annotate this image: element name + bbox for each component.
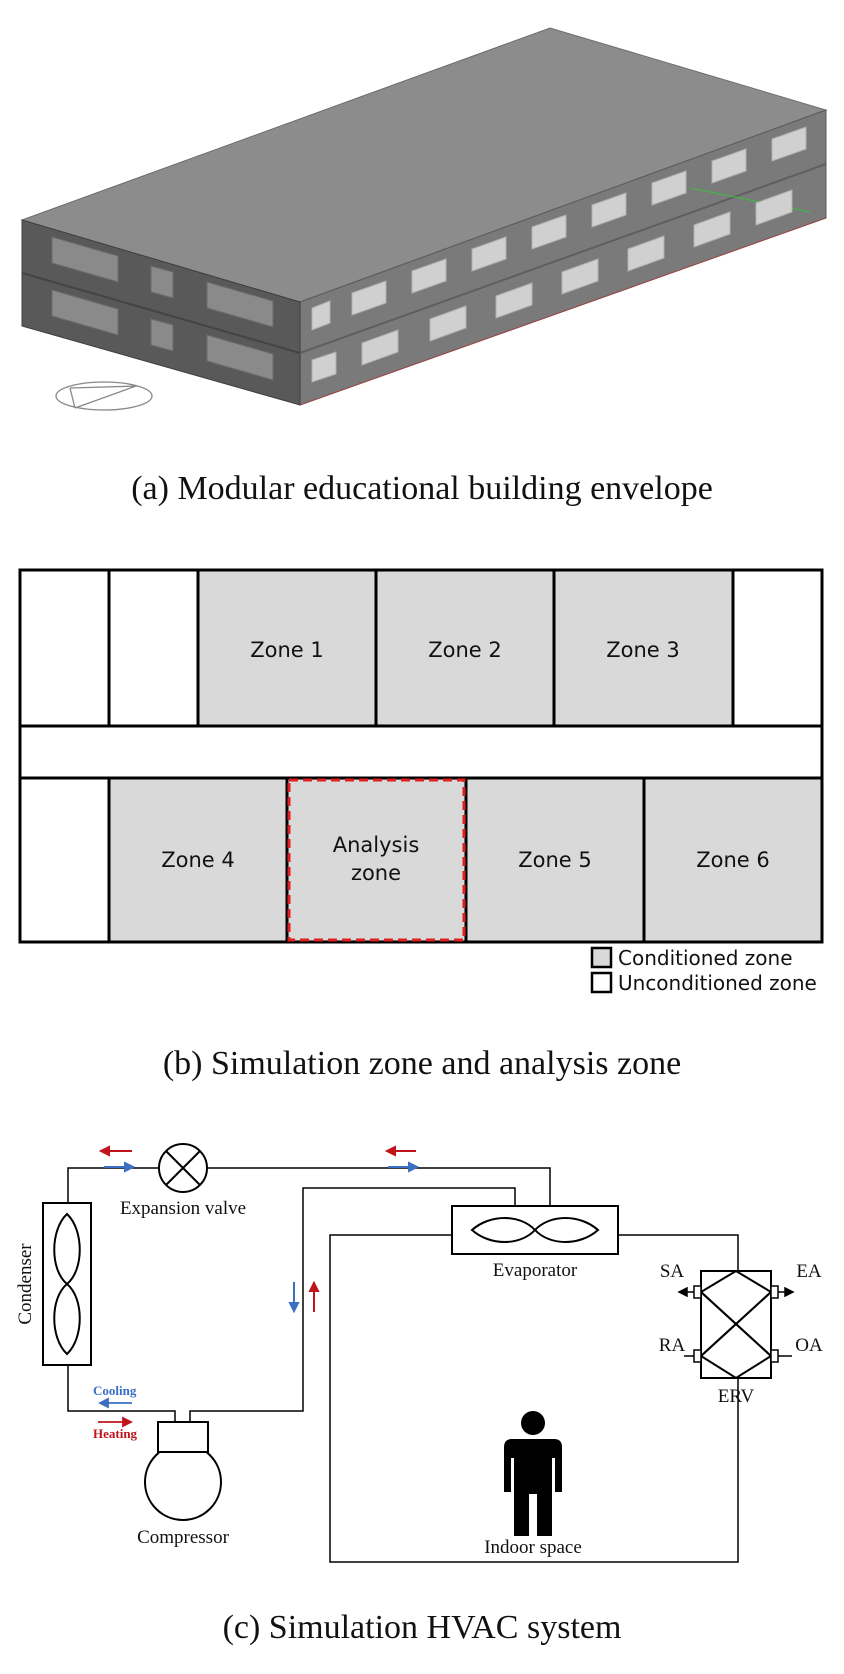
zone-3-label: Zone 3 [606,638,680,662]
erv-ea-label: EA [796,1261,822,1282]
caption-a: (a) Modular educational building envelop… [131,470,713,507]
long-facade-windows-upper [311,126,807,331]
cell-top-2 [107,568,200,728]
compressor-icon [144,1421,222,1521]
legend-unconditioned-label: Unconditioned zone [618,971,817,995]
flow-arrow-cooling-vertical [288,1282,300,1314]
analysis-zone-cell [285,776,468,944]
erv-icon [700,1269,773,1380]
panel-building-envelope: (a) Modular educational building envelop… [0,0,844,507]
flow-arrow-heating-vertical [308,1280,320,1312]
cooling-legend-label: Cooling [93,1383,137,1398]
legend-unconditioned-swatch [590,971,613,994]
zone-3-cell [552,568,735,728]
flow-arrow-heating-top-right [384,1145,416,1157]
indoor-space-boundary [329,1234,739,1563]
flow-arrow-cooling-top-right [388,1161,420,1173]
cell-top-1 [18,568,111,728]
refrigerant-piping [67,1167,551,1422]
condenser-icon [42,1202,92,1366]
zone-1-label: Zone 1 [250,638,324,662]
cell-bottom-1 [18,776,111,944]
caption-c: (c) Simulation HVAC system [222,1609,622,1646]
zone-plan-drawing: Zone 1 Zone 2 Zone 3 Zone 4 Analysis zon… [18,568,824,995]
evaporator-label: Evaporator [493,1260,578,1281]
floor-line-long [299,163,827,354]
zone-4-cell [107,776,289,944]
compressor-label: Compressor [137,1527,230,1548]
zone-2-cell [374,568,556,728]
analysis-zone-label-line1: Analysis [333,833,420,857]
zone-4-label: Zone 4 [161,848,235,872]
person-icon [504,1411,562,1536]
flow-arrow-cooling-top-left [104,1161,136,1173]
legend-conditioned-swatch [590,946,613,969]
long-facade-windows-lower [311,189,793,383]
condenser-label: Condenser [15,1243,36,1325]
analysis-zone-highlight [287,778,466,942]
expansion-valve-icon [158,1143,208,1193]
panel-hvac-system: Expansion valve Condenser Compressor Coo… [0,1130,844,1674]
indoor-space-label: Indoor space [484,1537,582,1558]
erv-ports [693,1285,779,1363]
zone-1-cell [196,568,378,728]
erv-airflow-arrows [677,1286,795,1357]
analysis-zone-label-line2: zone [351,861,401,885]
short-facade-windows [51,236,274,381]
hvac-system-drawing: Expansion valve Condenser Compressor Coo… [15,1143,823,1563]
floor-line-short [21,272,301,354]
cell-top-6 [731,568,824,728]
cooling-legend-arrow [97,1397,132,1409]
corridor [18,724,824,780]
compass-icon [55,381,153,411]
heating-legend-arrow [98,1416,134,1428]
erv-oa-label: OA [795,1335,823,1356]
heating-legend-label: Heating [93,1426,138,1441]
zone-5-cell [464,776,646,944]
flow-arrow-heating-top-left [98,1145,132,1157]
erv-sa-label: SA [660,1261,685,1282]
panel-zone-plan: Zone 1 Zone 2 Zone 3 Zone 4 Analysis zon… [0,560,844,1100]
erv-label: ERV [718,1386,755,1407]
zone-6-cell [642,776,824,944]
evaporator-icon [451,1205,619,1255]
expansion-valve-label: Expansion valve [120,1198,246,1219]
caption-b: (b) Simulation zone and analysis zone [162,1045,682,1082]
building-envelope-drawing [20,27,828,411]
legend-conditioned-label: Conditioned zone [618,946,793,970]
erv-ra-label: RA [659,1335,686,1356]
zone-5-label: Zone 5 [518,848,592,872]
zone-6-label: Zone 6 [696,848,770,872]
zone-2-label: Zone 2 [428,638,502,662]
base-edge-line [299,217,827,406]
